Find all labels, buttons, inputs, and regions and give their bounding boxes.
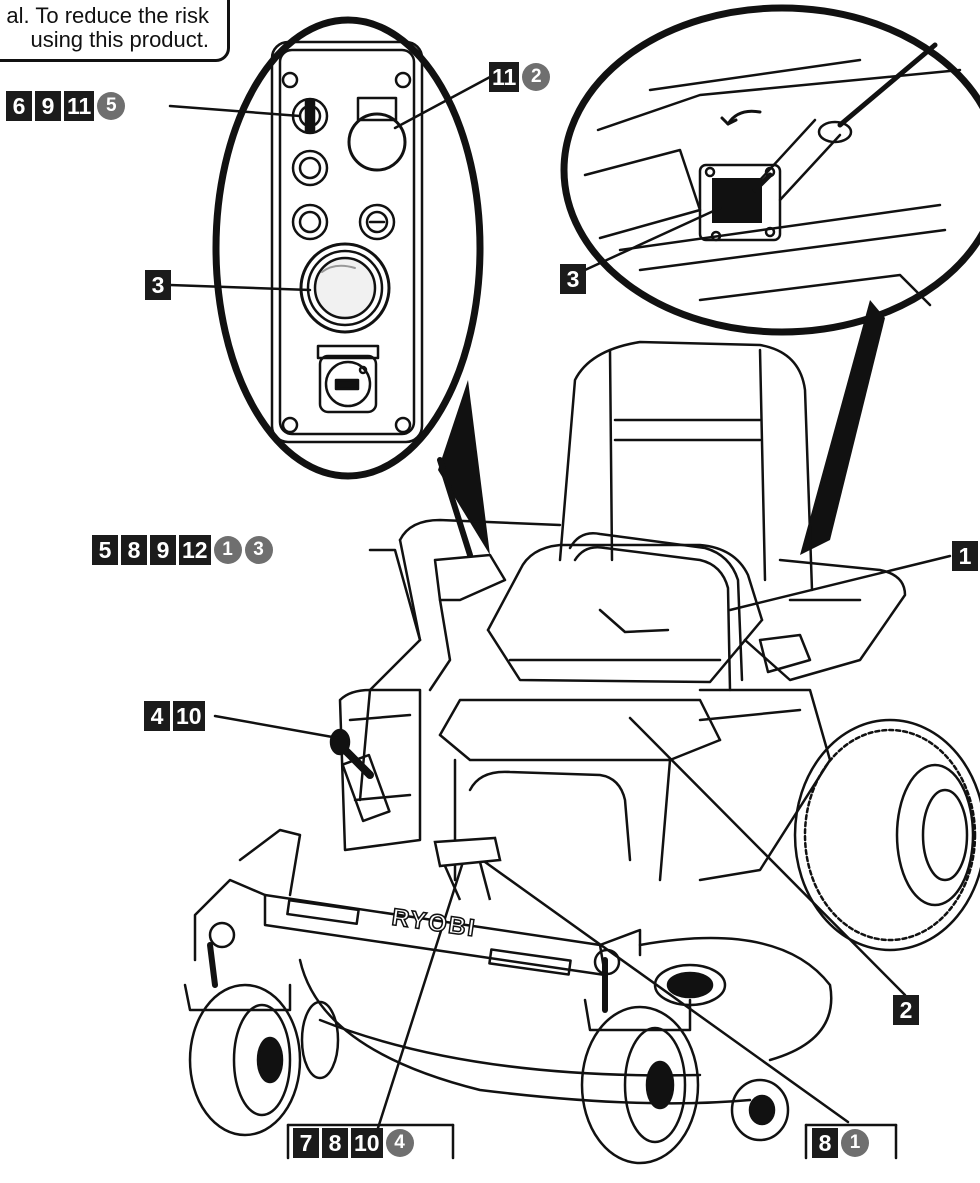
lever [329, 728, 391, 823]
warning-line-2: using this product. [30, 27, 209, 52]
square-badge-2: 2 [893, 995, 919, 1025]
circle-badge-5: 5 [97, 92, 126, 120]
callout-3-panel: 3 [145, 270, 171, 300]
warning-box: al. To reduce the risk using this produc… [0, 0, 230, 62]
mode-button-icon [298, 210, 322, 234]
square-badge-10: 10 [173, 701, 205, 731]
ryobi-logo: RYOBI [390, 904, 478, 943]
key-switch-icon [291, 97, 329, 135]
square-badge-9: 9 [35, 91, 61, 121]
front-pedal [433, 836, 502, 901]
square-badge-8: 8 [322, 1128, 348, 1158]
front-right-caster [580, 948, 790, 1165]
rear-tire [793, 718, 980, 952]
square-badge-4: 4 [144, 701, 170, 731]
callout-1: 1 [952, 541, 978, 571]
square-badge-8: 8 [812, 1128, 838, 1158]
circle-badge-1: 1 [213, 536, 242, 564]
square-badge-11: 11 [64, 91, 95, 121]
usb-port-icon [316, 344, 380, 414]
callout-2: 2 [893, 995, 919, 1025]
square-badge-8: 8 [121, 535, 147, 565]
control-panel-detail [212, 16, 490, 558]
headlight-button-icon [298, 156, 322, 180]
mower-body [338, 518, 907, 882]
front-bumper [193, 828, 642, 977]
square-badge-10: 10 [351, 1128, 383, 1158]
square-badge-5: 5 [92, 535, 118, 565]
circle-badge-3: 3 [244, 536, 273, 564]
mower-deck [298, 936, 833, 1105]
minus-button-icon [365, 210, 389, 234]
square-badge-6: 6 [6, 91, 32, 121]
seat [486, 340, 814, 684]
square-badge-7: 7 [293, 1128, 319, 1158]
square-badge-1: 1 [952, 541, 978, 571]
square-badge-12: 12 [179, 535, 211, 565]
warning-line-1: al. To reduce the risk [6, 3, 209, 28]
square-badge-11: 11 [489, 62, 520, 92]
leader-lines [168, 75, 952, 1160]
circle-badge-2: 2 [522, 63, 551, 91]
square-badge-9: 9 [150, 535, 176, 565]
circle-badge-1: 1 [841, 1129, 869, 1157]
front-left-caster [183, 921, 340, 1137]
callout-3-detail: 3 [560, 264, 586, 294]
circle-badge-4: 4 [385, 1129, 414, 1157]
square-badge-3: 3 [560, 264, 586, 294]
pto-knob-icon [299, 242, 391, 334]
square-badge-3: 3 [145, 270, 171, 300]
seat-switch-detail [560, 4, 980, 555]
seat-handle [568, 532, 744, 692]
start-button-icon [347, 96, 407, 172]
